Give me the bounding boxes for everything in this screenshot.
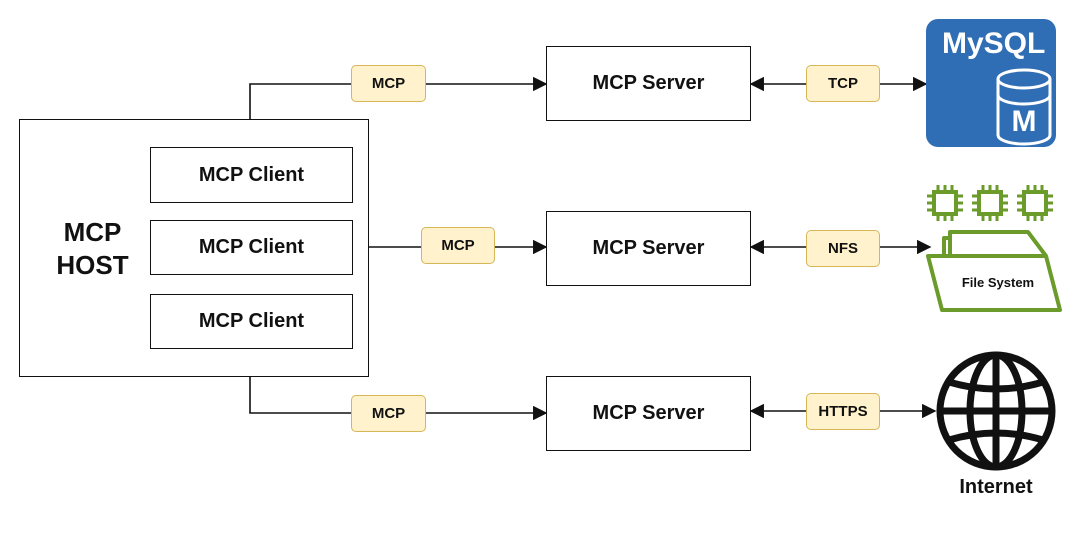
file-system-label: File System: [961, 275, 1035, 290]
protocol-tag-mcp-bottom: MCP: [351, 395, 426, 432]
globe-icon: [936, 351, 1056, 471]
mcp-host-label-line1: MCP: [63, 217, 122, 247]
protocol-tag-nfs: NFS: [806, 230, 880, 267]
mcp-client-2[interactable]: MCP Client: [150, 220, 353, 275]
protocol-tag-tcp: TCP: [806, 65, 880, 102]
mcp-server-2[interactable]: MCP Server: [546, 211, 751, 286]
internet-label: Internet: [959, 476, 1033, 498]
chip-icon: [932, 190, 1048, 216]
mysql-badge: M: [1011, 105, 1037, 138]
mcp-server-3[interactable]: MCP Server: [546, 376, 751, 451]
database-icon: [996, 68, 1052, 146]
mcp-client-1[interactable]: MCP Client: [150, 147, 353, 203]
mcp-server-1[interactable]: MCP Server: [546, 46, 751, 121]
protocol-tag-mcp-top: MCP: [351, 65, 426, 102]
mcp-host-label-line2: HOST: [56, 250, 129, 280]
internet-resource: Internet: [935, 350, 1057, 502]
folder-icon: [926, 230, 1062, 312]
protocol-tag-https: HTTPS: [806, 393, 880, 430]
protocol-tag-mcp-middle: MCP: [421, 227, 495, 264]
chip-pins: [927, 185, 1053, 221]
file-system-icon: File System: [920, 182, 1062, 314]
mysql-icon: MySQL M: [926, 19, 1056, 147]
mcp-host-label: MCP HOST: [50, 216, 135, 282]
mysql-logo-text: MySQL: [942, 27, 1046, 60]
mcp-client-3[interactable]: MCP Client: [150, 294, 353, 349]
